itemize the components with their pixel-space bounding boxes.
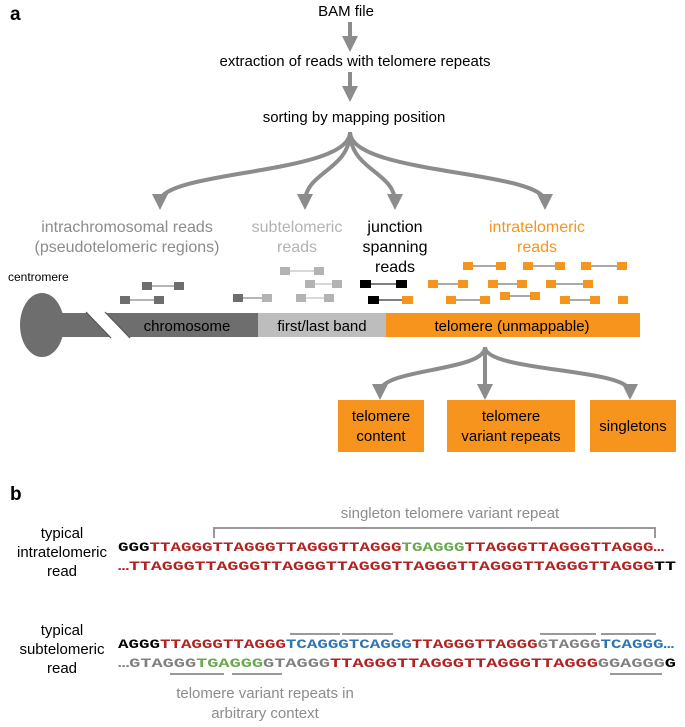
step-bam-file: BAM file bbox=[318, 3, 374, 20]
sequence-segment: …GTAGGG bbox=[118, 656, 196, 671]
first-last-band-segment bbox=[258, 313, 386, 337]
sequence-segment: TT bbox=[654, 559, 676, 574]
output-singletons-label: singletons bbox=[599, 418, 667, 435]
telomere-label: telomere (unmappable) bbox=[434, 318, 589, 335]
read-pair bbox=[360, 280, 407, 288]
group-junction-line1: junction bbox=[366, 219, 422, 236]
group-junction-line2: spanning bbox=[363, 239, 428, 256]
fan-arrows bbox=[152, 131, 553, 210]
read-pair bbox=[546, 280, 593, 288]
fan-arrow-subtelomeric bbox=[297, 131, 352, 210]
sub-label-line3: read bbox=[47, 660, 77, 677]
variant-note-line2: arbitrary context bbox=[211, 705, 319, 722]
read-pair bbox=[120, 296, 164, 304]
output-arrows bbox=[372, 346, 638, 400]
sequence-segment: GGAGGG bbox=[598, 656, 665, 671]
sequence-segment: …TTAGGGTTAGGGTTAGGGTTAGGGTTAGGGTTAGGGTTA… bbox=[118, 559, 654, 574]
read-pair bbox=[296, 294, 334, 302]
sequence-segment: TGAGGG bbox=[196, 656, 263, 671]
fan-arrow-intratelomeric bbox=[348, 131, 553, 210]
read-pair bbox=[305, 280, 342, 288]
chromosome-break-gap bbox=[86, 312, 130, 338]
sequence-segment: TCAGGGTCAGGG bbox=[286, 637, 412, 652]
step-extraction: extraction of reads with telomere repeat… bbox=[220, 53, 491, 70]
sequence-segment: TTAGGGTTAGGGTTAGGGTTAGGG bbox=[150, 540, 402, 555]
sequence-segment: TTAGGGTTAGGG bbox=[160, 637, 286, 652]
sequence-segment: GTAGGG bbox=[538, 637, 601, 652]
group-intrachromosomal-line2: (pseudotelomeric regions) bbox=[35, 239, 220, 256]
group-intrachromosomal-line1: intrachromosomal reads bbox=[41, 219, 213, 236]
intra-label-line2: intratelomeric bbox=[17, 544, 108, 561]
read-pair bbox=[560, 296, 600, 304]
intratelomeric-reads bbox=[428, 262, 628, 304]
centromere-label: centromere bbox=[8, 270, 69, 284]
output-content-line1: telomere bbox=[352, 408, 410, 425]
output-telomere-content bbox=[338, 400, 424, 452]
read-pair bbox=[463, 262, 506, 270]
fan-arrow-intrachromosomal bbox=[152, 131, 352, 210]
read-pair bbox=[233, 294, 272, 302]
fan-arrow-junction bbox=[348, 131, 403, 210]
group-intratelomeric-line1: intratelomeric bbox=[489, 219, 585, 236]
sequence-segment: TGAGGG bbox=[401, 540, 464, 555]
variant-note-line1: telomere variant repeats in bbox=[176, 685, 354, 702]
singleton-bracket bbox=[213, 527, 656, 538]
sub-label-line1: typical bbox=[41, 622, 84, 639]
read-pair bbox=[280, 267, 324, 275]
intra-seq-row2: …TTAGGGTTAGGGTTAGGGTTAGGGTTAGGGTTAGGGTTA… bbox=[118, 559, 676, 574]
intrachromosomal-reads bbox=[120, 282, 184, 304]
subtelomeric-reads bbox=[233, 267, 342, 302]
junction-reads bbox=[360, 280, 413, 304]
read-pair bbox=[523, 262, 565, 270]
sequence-segment: AGGG bbox=[118, 637, 160, 652]
intra-label-line1: typical bbox=[41, 525, 84, 542]
read-pair bbox=[618, 296, 628, 304]
group-intratelomeric-line2: reads bbox=[517, 239, 557, 256]
sequence-segment: G bbox=[665, 656, 676, 671]
group-subtelomeric-line2: reads bbox=[277, 239, 317, 256]
output-variant-line2: variant repeats bbox=[461, 428, 560, 445]
sequence-segment: GTAGGG bbox=[263, 656, 330, 671]
band-label: first/last band bbox=[277, 318, 366, 335]
sequence-segment: TTAGGGTTAGGGTTAGGGTTAGGG bbox=[330, 656, 598, 671]
output-variant-repeats bbox=[447, 400, 575, 452]
break-line bbox=[104, 311, 131, 339]
output-variant-line1: telomere bbox=[482, 408, 540, 425]
read-pair bbox=[428, 280, 468, 288]
centromere-knob bbox=[20, 293, 64, 357]
chromosome-segment bbox=[40, 313, 262, 337]
sequence-segment: GGG bbox=[118, 540, 150, 555]
sequence-segment: TTAGGGTTAGGG bbox=[412, 637, 538, 652]
chromosome-label: chromosome bbox=[144, 318, 231, 335]
read-pair bbox=[488, 280, 527, 288]
group-junction-line3: reads bbox=[375, 259, 415, 276]
telomere-segment bbox=[386, 313, 640, 337]
group-subtelomeric-line1: subtelomeric bbox=[252, 219, 343, 236]
panel-a-label: a bbox=[10, 4, 21, 25]
break-line bbox=[85, 311, 112, 339]
output-singletons bbox=[590, 400, 676, 452]
read-pair bbox=[446, 296, 490, 304]
singleton-note: singleton telomere variant repeat bbox=[341, 505, 560, 522]
read-pair bbox=[368, 296, 413, 304]
read-pair bbox=[142, 282, 184, 290]
read-pair bbox=[581, 262, 627, 270]
sub-label-line2: subtelomeric bbox=[19, 641, 105, 658]
sequence-segment: TTAGGGTTAGGGTTAGGG… bbox=[464, 540, 664, 555]
panel-b-label: b bbox=[10, 484, 22, 505]
sequence-segment: TCAGGG… bbox=[601, 637, 675, 652]
step-sorting: sorting by mapping position bbox=[263, 109, 446, 126]
read-pair bbox=[500, 292, 540, 300]
output-content-line2: content bbox=[356, 428, 406, 445]
intra-label-line3: read bbox=[47, 563, 77, 580]
